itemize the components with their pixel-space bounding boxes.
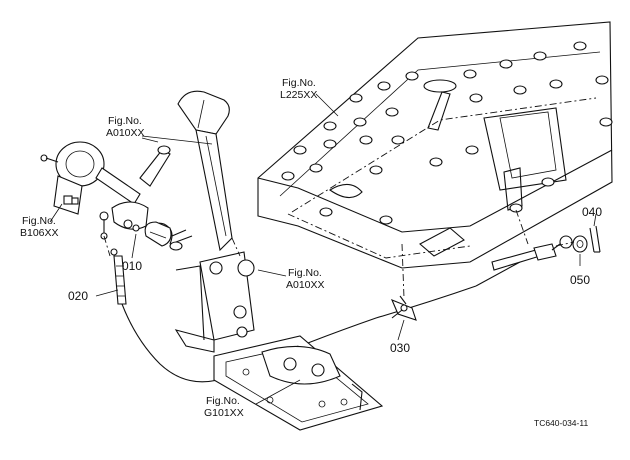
part-030-clip [390,295,417,321]
drawing-code: TC640-034-11 [534,418,588,428]
fig-ref-line2: B106XX [20,227,59,239]
fig-ref-a010xx-mid: Fig.No. A010XX [286,267,325,291]
svg-text:A010XX: A010XX [286,279,325,291]
part-020-cable [113,235,573,383]
part-number-020: 020 [68,289,88,303]
fig-ref-line1: Fig.No. [22,215,56,227]
fig-ref-line1: Fig.No. [288,267,322,279]
fig-ref-line2: L225XX [280,89,317,101]
leader-lines [49,93,597,405]
part-040-pin [589,225,601,253]
svg-text:A010XX: A010XX [106,127,145,139]
fig-ref-line2: G101XX [204,407,244,419]
fig-ref-line1: Fig.No. [282,77,316,89]
part-050-washer [572,235,588,253]
part-number-050: 050 [570,273,590,287]
fig-ref-l225xx: Fig.No. L225XX [280,77,317,101]
fig-ref-g101xx: Fig.No. G101XX [204,395,244,419]
svg-text:Fig.No.: Fig.No. [108,115,142,127]
fig-ref-line1: Fig.No. [206,395,240,407]
part-number-010: 010 [122,259,142,273]
tractor-frame [257,21,613,269]
svg-text:Fig.No.: Fig.No. [22,215,56,227]
fig-ref-a010xx-top: Fig.No. A010XX [106,115,145,139]
svg-text:B106XX: B106XX [20,227,59,239]
base-plate [213,335,384,431]
svg-text:Fig.No.: Fig.No. [206,395,240,407]
svg-text:L225XX: L225XX [280,89,317,101]
svg-text:G101XX: G101XX [204,407,244,419]
hand-lever-assembly [147,90,255,353]
part-number-040: 040 [582,205,602,219]
fig-ref-line2: A010XX [106,127,145,139]
svg-text:Fig.No.: Fig.No. [288,267,322,279]
svg-text:Fig.No.: Fig.No. [282,77,316,89]
part-number-030: 030 [390,341,410,355]
frame-bolts [281,41,613,225]
fig-ref-b106xx: Fig.No. B106XX [20,215,59,239]
fig-ref-line2: A010XX [286,279,325,291]
part-010-bracket [144,221,172,247]
switch-motor-assembly [40,141,171,256]
assembly-lines [103,209,575,299]
fig-ref-line1: Fig.No. [108,115,142,127]
